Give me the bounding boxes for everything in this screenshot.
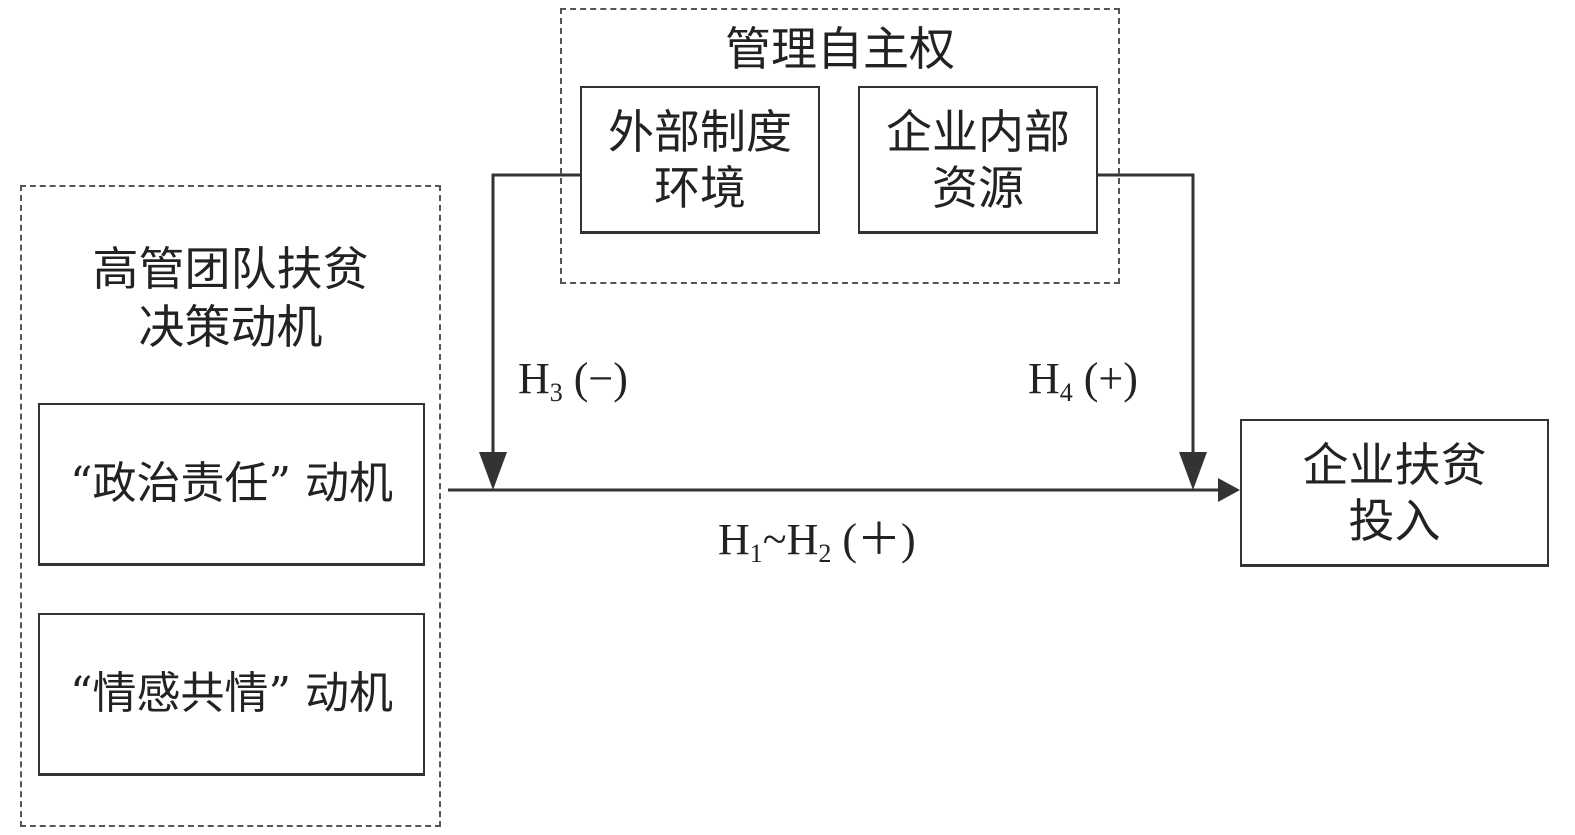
political-responsibility-motive-box: “政治责任” 动机 (38, 403, 425, 566)
internal-resources-box: 企业内部 资源 (858, 86, 1098, 234)
tmt-group-title: 高管团队扶贫 决策动机 (92, 242, 369, 354)
h3-arrowhead (479, 452, 507, 490)
autonomy-group-frame (560, 8, 1120, 284)
tmt-group-frame (20, 185, 441, 827)
h4-arrow-line (1098, 173, 1195, 455)
main-arrowhead (1218, 478, 1240, 502)
h1-h2-label: H1~H2 (＋) (718, 515, 916, 568)
h4-arrowhead (1179, 452, 1207, 490)
autonomy-group-title: 管理自主权 (725, 22, 955, 76)
external-environment-box: 外部制度 环境 (580, 86, 820, 234)
h3-arrow-line (491, 173, 580, 455)
emotional-empathy-motive-box: “情感共情” 动机 (38, 613, 425, 776)
poverty-alleviation-investment-box: 企业扶贫 投入 (1240, 419, 1549, 567)
h3-label: H3 (−) (518, 354, 628, 407)
h4-label: H4 (+) (1028, 354, 1138, 407)
